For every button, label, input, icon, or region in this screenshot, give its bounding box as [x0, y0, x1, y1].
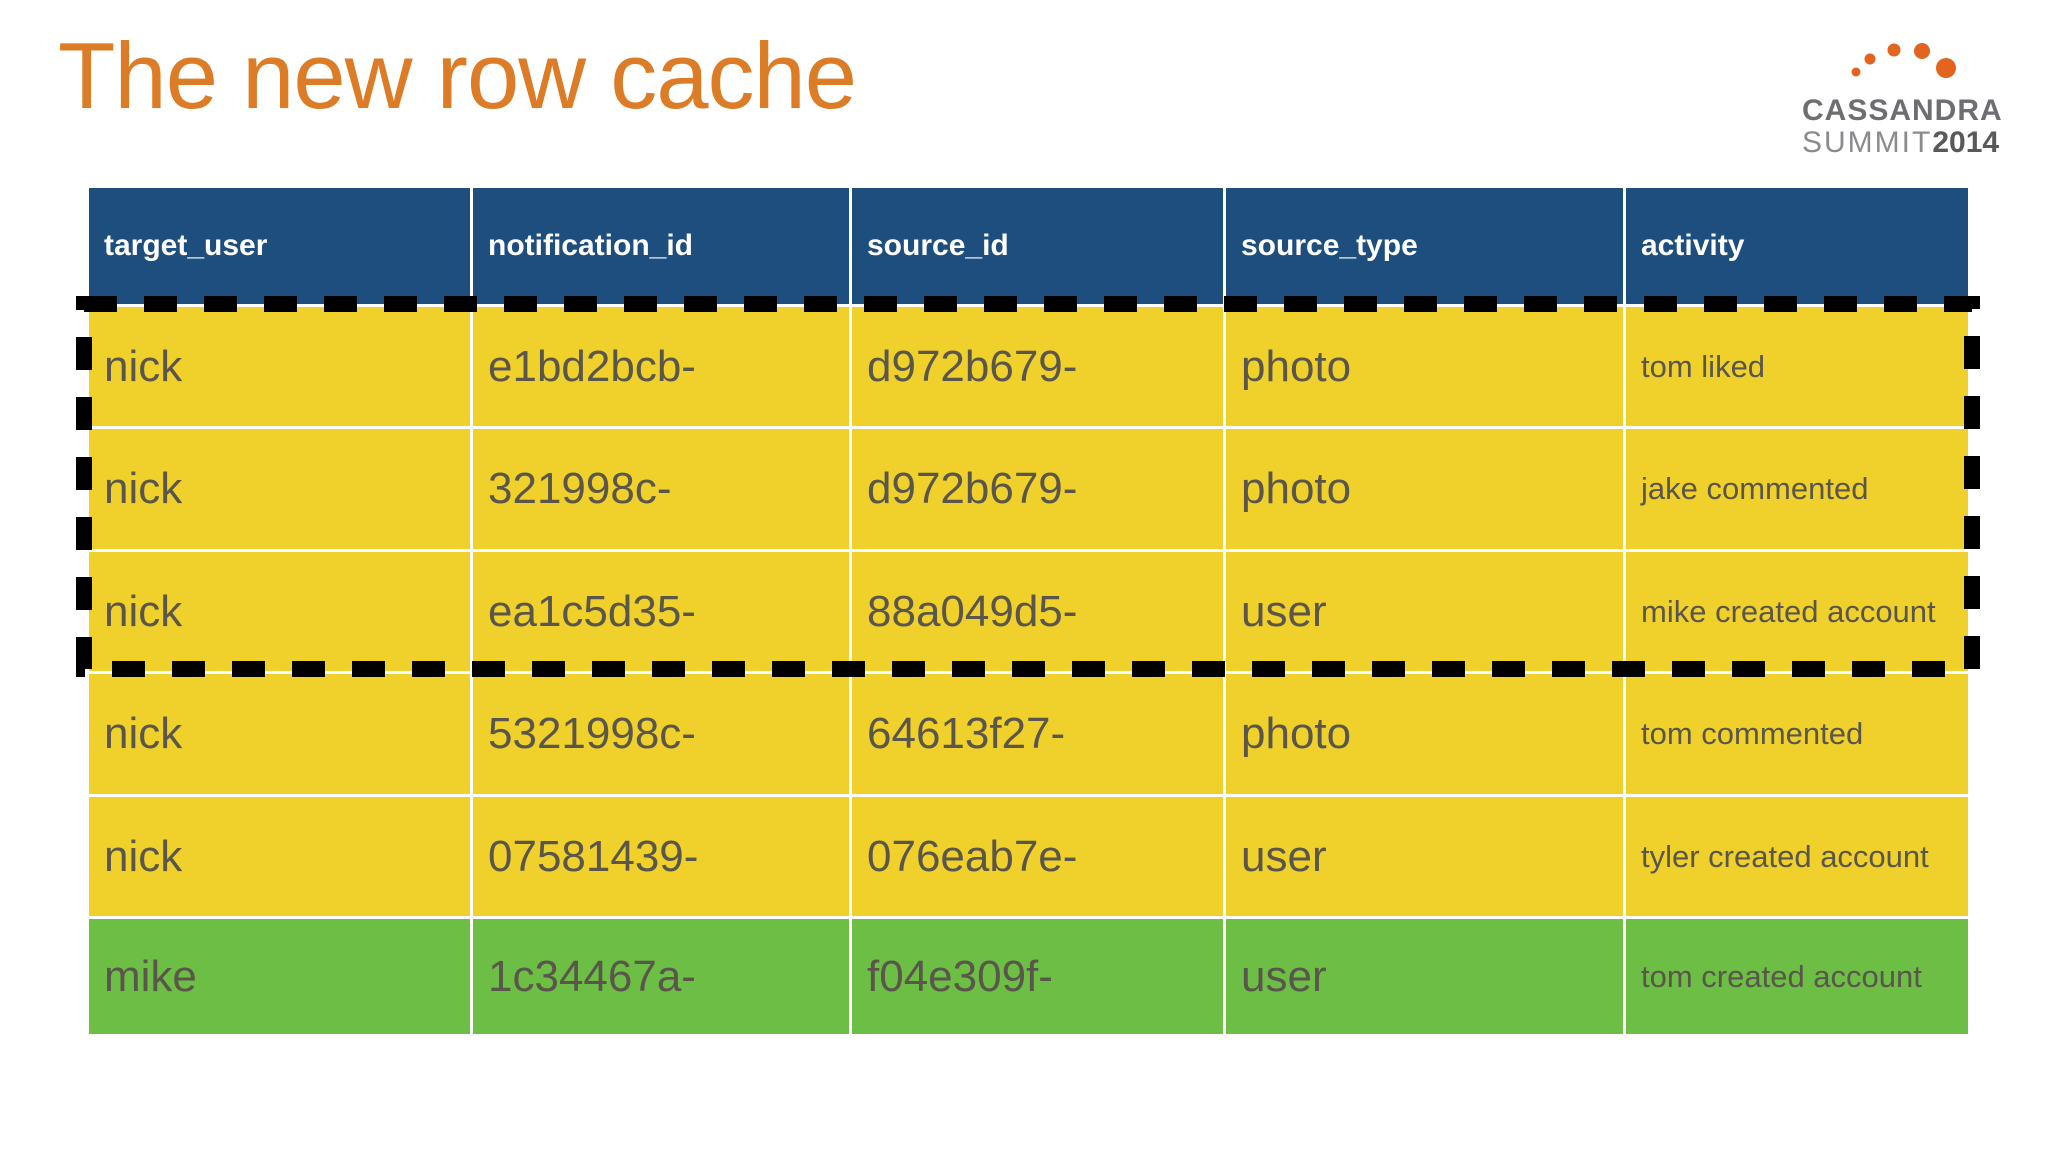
cell-notification-id: 1c34467a- — [473, 919, 849, 1034]
logo-text-summit2014: SUMMIT2014 — [1802, 126, 1999, 160]
cell-target-user: nick — [89, 307, 470, 426]
column-header-target-user: target_user — [89, 188, 470, 304]
cell-source-id: d972b679- — [852, 429, 1223, 549]
cell-notification-id: 321998c- — [473, 429, 849, 549]
cell-source-id: d972b679- — [852, 307, 1223, 426]
cell-source-id: f04e309f- — [852, 919, 1223, 1034]
cell-source-id: 076eab7e- — [852, 797, 1223, 916]
logo-text-2014: 2014 — [1932, 126, 2000, 159]
cell-target-user: nick — [89, 429, 470, 549]
table-row: nick e1bd2bcb- d972b679- photo tom liked — [89, 307, 1968, 426]
cell-notification-id: 5321998c- — [473, 674, 849, 794]
cell-target-user: nick — [89, 552, 470, 671]
cell-target-user: nick — [89, 674, 470, 794]
table-header-row: target_user notification_id source_id so… — [89, 188, 1968, 304]
cell-source-type: photo — [1226, 674, 1623, 794]
logo-text-cassandra: CASSANDRA — [1802, 94, 2003, 127]
column-header-source-id: source_id — [852, 188, 1223, 304]
table-row: nick 07581439- 076eab7e- user tyler crea… — [89, 797, 1968, 916]
cell-activity: tom liked — [1626, 307, 1968, 426]
cell-target-user: nick — [89, 797, 470, 916]
table-row: nick 5321998c- 64613f27- photo tom comme… — [89, 674, 1968, 794]
column-header-notification-id: notification_id — [473, 188, 849, 304]
cell-source-type: user — [1226, 797, 1623, 916]
column-header-activity: activity — [1626, 188, 1968, 304]
column-header-source-type: source_type — [1226, 188, 1623, 304]
cell-notification-id: e1bd2bcb- — [473, 307, 849, 426]
cell-source-type: user — [1226, 552, 1623, 671]
cell-source-type: photo — [1226, 307, 1623, 426]
table-row: nick ea1c5d35- 88a049d5- user mike creat… — [89, 552, 1968, 671]
page-title: The new row cache — [58, 23, 857, 128]
cell-source-id: 88a049d5- — [852, 552, 1223, 671]
cell-activity: tom commented — [1626, 674, 1968, 794]
cell-source-type: user — [1226, 919, 1623, 1034]
logo-dots-arc-icon — [1851, 43, 1956, 78]
cell-notification-id: ea1c5d35- — [473, 552, 849, 671]
logo-text-summit: SUMMIT — [1802, 126, 1933, 159]
cell-target-user: mike — [89, 919, 470, 1034]
table-row: nick 321998c- d972b679- photo jake comme… — [89, 429, 1968, 549]
cell-source-type: photo — [1226, 429, 1623, 549]
notifications-table: target_user notification_id source_id so… — [89, 188, 1968, 1034]
cell-source-id: 64613f27- — [852, 674, 1223, 794]
table-row: mike 1c34467a- f04e309f- user tom create… — [89, 919, 1968, 1034]
cell-activity: jake commented — [1626, 429, 1968, 549]
cell-activity: tyler created account — [1626, 797, 1968, 916]
cell-activity: tom created account — [1626, 919, 1968, 1034]
cassandra-summit-logo: CASSANDRA SUMMIT2014 — [1796, 28, 2016, 160]
cell-notification-id: 07581439- — [473, 797, 849, 916]
cell-activity: mike created account — [1626, 552, 1968, 671]
